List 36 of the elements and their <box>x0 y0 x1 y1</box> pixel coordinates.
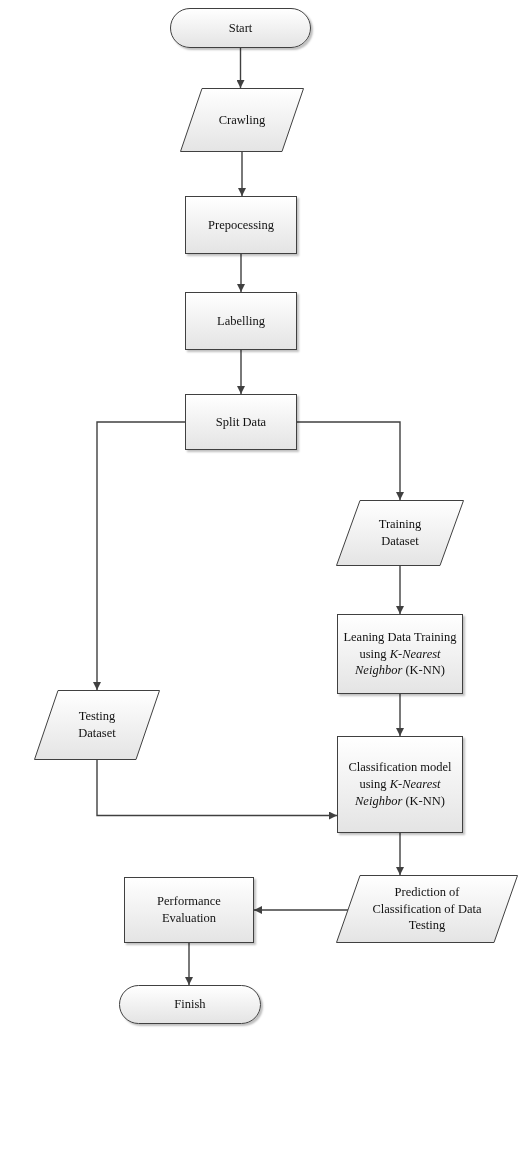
arrow <box>236 47 245 89</box>
process-box <box>337 736 463 833</box>
node-label: Start <box>228 19 253 37</box>
node-label: Finish <box>174 996 206 1013</box>
arrow <box>296 421 404 501</box>
process-box <box>337 614 463 694</box>
arrow <box>237 349 245 395</box>
arrow <box>396 693 404 737</box>
arrow <box>253 906 349 914</box>
data-parallelogram <box>336 500 464 566</box>
arrow <box>93 421 186 691</box>
node-label: Testing Dataset <box>77 708 117 742</box>
data-parallelogram <box>34 690 160 760</box>
process-box <box>185 292 297 350</box>
data-parallelogram <box>336 875 518 943</box>
node-label: Training Dataset <box>377 516 423 550</box>
process-box <box>185 196 297 254</box>
process-box <box>124 877 254 943</box>
process-box <box>185 394 297 450</box>
node-label: Crawling <box>218 111 266 129</box>
arrow <box>185 942 193 986</box>
arrow <box>396 565 404 615</box>
node-label: Performance Evaluation <box>156 893 222 927</box>
node-label: Prediction of Classification of Data Testing <box>371 883 483 935</box>
arrow <box>396 832 404 876</box>
node-label: Labelling <box>217 312 265 330</box>
terminal-shape <box>119 985 261 1024</box>
node-label: Leaning Data Training using K-Nearest Neighbor (K-NN) <box>342 628 458 680</box>
terminal-shape <box>170 8 311 48</box>
data-parallelogram <box>180 88 304 152</box>
node-label: Split Data <box>215 413 267 431</box>
node-label: Classification model using K-Nearest Neighbor (K-NN) <box>347 759 453 810</box>
arrow <box>237 253 245 293</box>
arrow <box>238 151 246 197</box>
node-label: Prepocessing <box>208 216 274 234</box>
arrow <box>96 759 338 820</box>
